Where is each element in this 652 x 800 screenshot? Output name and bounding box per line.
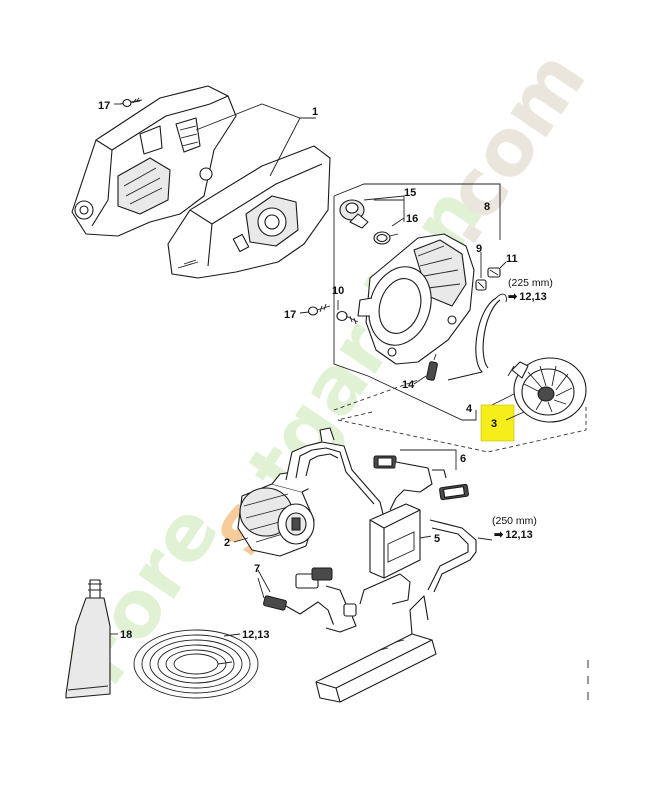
- leader-11: [499, 261, 507, 269]
- hose-top-ref: ➡12,13: [508, 291, 547, 303]
- callout-14: 14: [402, 379, 415, 391]
- callout-5: 5: [434, 533, 440, 545]
- hose-bottom-length: (250 mm): [492, 515, 537, 527]
- callout-3: 3: [491, 418, 497, 430]
- screw-17-top: [119, 97, 143, 108]
- callout-9: 9: [476, 243, 482, 255]
- housing-body-part: [167, 145, 331, 279]
- coiled-hose-part: [133, 629, 259, 699]
- callout-15: 15: [404, 187, 416, 199]
- dash-guide-c: [337, 411, 373, 421]
- dash-guide-a: [333, 379, 419, 411]
- leader-1: [195, 103, 316, 131]
- leader-17-mid: [299, 311, 310, 314]
- control-module-part: [369, 503, 421, 579]
- fitting-11-part: [487, 267, 501, 278]
- leader-hose-bottom: [477, 537, 493, 541]
- watermark-text-brown: .com: [411, 36, 603, 261]
- callout-17-top: 17: [98, 100, 110, 112]
- fan-wheel-part: [507, 357, 587, 423]
- callout-3-highlight: [480, 404, 515, 442]
- grease-tube-part: [65, 579, 111, 699]
- callout-7: 7: [254, 563, 260, 575]
- callout-4: 4: [466, 403, 473, 415]
- hose-top-inner: [482, 299, 501, 369]
- leader-1213-coil: [223, 633, 241, 637]
- o-ring-pin: [389, 233, 399, 237]
- connector-parts-7: [263, 567, 357, 633]
- hose-top-end: [495, 293, 507, 303]
- callout-16: 16: [406, 213, 418, 225]
- handle-tube-part: [315, 573, 437, 703]
- callout-8: 8: [484, 201, 490, 213]
- assembly-box-top: [333, 183, 501, 240]
- fan-housing-part: [357, 233, 475, 365]
- dash-guide-b: [337, 406, 587, 453]
- leader-2: [233, 537, 249, 543]
- leader-7: [257, 569, 271, 599]
- hose-top-length: (225 mm): [508, 277, 553, 289]
- arrow-icon: ➡: [494, 529, 504, 541]
- callout-6: 6: [460, 453, 466, 465]
- leader-14: [413, 375, 427, 385]
- callout-17-mid: 17: [284, 309, 296, 321]
- hose-top-part: [447, 297, 497, 381]
- leader-16: [391, 217, 405, 227]
- callout-12-13: 12,13: [242, 629, 270, 641]
- fitting-9-part: [475, 279, 487, 291]
- hose-bottom-ref: ➡12,13: [494, 529, 533, 541]
- hose-bottom-inner: [427, 527, 469, 591]
- leader-3: [505, 411, 525, 421]
- assembly-box-left: [333, 196, 477, 421]
- sensor-14-part: [426, 353, 438, 381]
- screw-10-part: [336, 310, 359, 325]
- leader-1b: [269, 117, 301, 177]
- callout-18: 18: [120, 629, 132, 641]
- leader-15: [363, 195, 405, 222]
- wiring-harness: [285, 427, 385, 519]
- leader-5: [419, 535, 433, 539]
- housing-shell-part: [71, 85, 237, 237]
- callout-11: 11: [506, 253, 518, 265]
- callout-10: 10: [332, 285, 344, 297]
- intake-neck-part: [339, 199, 369, 229]
- screw-17-mid: [307, 303, 331, 316]
- arrow-icon: ➡: [508, 291, 518, 303]
- o-ring-inner: [376, 233, 388, 243]
- leader-6: [400, 449, 457, 458]
- callout-1: 1: [312, 106, 318, 118]
- callout-2: 2: [224, 537, 230, 549]
- switch-parts-6: [373, 455, 469, 511]
